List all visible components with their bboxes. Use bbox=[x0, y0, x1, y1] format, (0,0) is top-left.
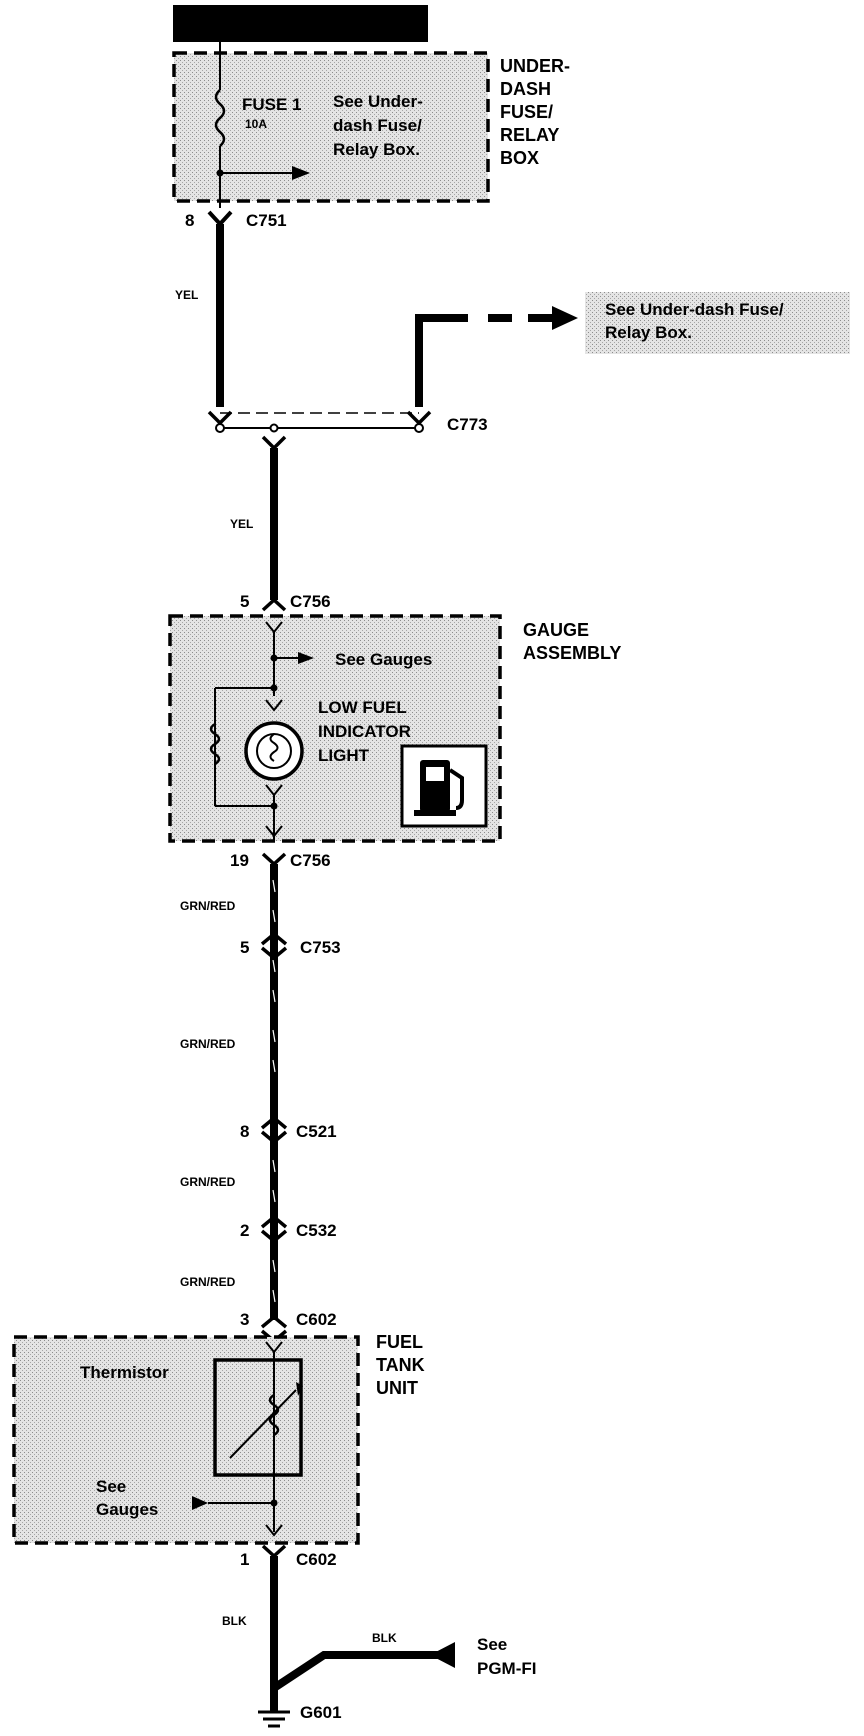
pgm-note-2: PGM-FI bbox=[477, 1659, 537, 1678]
gauge-see: See Gauges bbox=[335, 650, 432, 669]
connector-c756-out: 19 C756 bbox=[230, 851, 331, 870]
connector-c751: 8 C751 bbox=[185, 210, 287, 230]
fuse-box-title-2: DASH bbox=[500, 79, 551, 99]
fuel-pump-icon bbox=[400, 744, 488, 828]
right-branch: See Under-dash Fuse/ Relay Box. bbox=[415, 292, 850, 407]
wire-label-blk-1: BLK bbox=[222, 1614, 247, 1628]
ground-icon bbox=[258, 1710, 290, 1728]
c532-pin: 2 bbox=[240, 1221, 249, 1240]
c521-pin: 8 bbox=[240, 1122, 249, 1141]
c773-name: C773 bbox=[447, 415, 488, 434]
tank-title-3: UNIT bbox=[376, 1378, 418, 1398]
fuse-note-line1: See Under- bbox=[333, 92, 423, 111]
wire-stripe bbox=[272, 879, 276, 1303]
c753-name: C753 bbox=[300, 938, 341, 957]
fuse-name: FUSE 1 bbox=[242, 95, 302, 114]
thermistor-label: Thermistor bbox=[80, 1363, 169, 1382]
wire-label-grn-red-4: GRN/RED bbox=[180, 1275, 236, 1289]
c756-out-name: C756 bbox=[290, 851, 331, 870]
wire-label-grn-red-3: GRN/RED bbox=[180, 1175, 236, 1189]
c521-name: C521 bbox=[296, 1122, 337, 1141]
fuse-box-title-3: FUSE/ bbox=[500, 102, 553, 122]
pgm-note-1: See bbox=[477, 1635, 507, 1654]
resistor-symbol bbox=[209, 722, 221, 766]
c602-in-name: C602 bbox=[296, 1310, 337, 1329]
light-label-2: INDICATOR bbox=[318, 722, 411, 741]
fuse-box-title-5: BOX bbox=[500, 148, 539, 168]
wire-label-grn-red-1: GRN/RED bbox=[180, 899, 236, 913]
branch-arrow-icon bbox=[552, 306, 578, 330]
fuse-note-line3: Relay Box. bbox=[333, 140, 420, 159]
thermistor-box bbox=[213, 1358, 303, 1477]
c756-in-pin: 5 bbox=[240, 592, 249, 611]
thermistor-icon bbox=[229, 1382, 303, 1459]
c751-pin: 8 bbox=[185, 211, 194, 230]
tank-see-1: See bbox=[96, 1477, 126, 1496]
fuse-rating: 10A bbox=[245, 117, 267, 131]
fuse-box-title-4: RELAY bbox=[500, 125, 559, 145]
c751-name: C751 bbox=[246, 211, 287, 230]
connector-c753: 5 C753 bbox=[240, 931, 341, 961]
tank-title-1: FUEL bbox=[376, 1332, 423, 1352]
connector-c521: 8 C521 bbox=[240, 1115, 337, 1145]
connector-c756-in: 5 C756 bbox=[240, 592, 331, 612]
c602-out-name: C602 bbox=[296, 1550, 337, 1569]
gauge-title-2: ASSEMBLY bbox=[523, 643, 621, 663]
c756-in-name: C756 bbox=[290, 592, 331, 611]
c753-pin: 5 bbox=[240, 938, 249, 957]
tank-arrow-icon bbox=[192, 1496, 208, 1510]
c532-name: C532 bbox=[296, 1221, 337, 1240]
connector-c532: 2 C532 bbox=[240, 1214, 337, 1244]
bulb-icon bbox=[244, 721, 304, 781]
connector-c602-in: 3 C602 bbox=[240, 1310, 337, 1344]
tank-title-2: TANK bbox=[376, 1355, 425, 1375]
header-label: HOT IN RUN OR START bbox=[208, 17, 393, 34]
pgm-arrow-icon bbox=[430, 1642, 455, 1668]
light-label-3: LIGHT bbox=[318, 746, 370, 765]
connector-c773: C773 bbox=[207, 410, 488, 451]
c602-out-pin: 1 bbox=[240, 1550, 249, 1569]
gauge-arrow-icon bbox=[298, 652, 314, 664]
fuse-symbol bbox=[214, 89, 226, 147]
wire-label-yel-1: YEL bbox=[175, 288, 198, 302]
wire-blk-branch bbox=[271, 1651, 440, 1692]
fuse-relay-box: FUSE 1 10A See Under- dash Fuse/ Relay B… bbox=[172, 42, 570, 208]
light-label-1: LOW FUEL bbox=[318, 698, 407, 717]
gauge-assembly: See Gauges LOW FUEL INDICATOR LIGHT GAUG… bbox=[168, 614, 621, 843]
wire-label-grn-red-2: GRN/RED bbox=[180, 1037, 236, 1051]
c602-in-pin: 3 bbox=[240, 1310, 249, 1329]
g601-name: G601 bbox=[300, 1703, 342, 1722]
side-note-line2: Relay Box. bbox=[605, 323, 692, 342]
gauge-title-1: GAUGE bbox=[523, 620, 589, 640]
c756-out-pin: 19 bbox=[230, 851, 249, 870]
fuse-box-title-1: UNDER- bbox=[500, 56, 570, 76]
tank-see-2: Gauges bbox=[96, 1500, 158, 1519]
power-header: HOT IN RUN OR START bbox=[173, 5, 428, 42]
fuel-tank-unit: Thermistor See Gauges FUEL TANK UNIT bbox=[12, 1332, 425, 1545]
wire-label-blk-2: BLK bbox=[372, 1631, 397, 1645]
wire-label-yel-2: YEL bbox=[230, 517, 253, 531]
side-note-line1: See Under-dash Fuse/ bbox=[605, 300, 784, 319]
connector-c602-out: 1 C602 bbox=[240, 1544, 337, 1569]
fuse-note-line2: dash Fuse/ bbox=[333, 116, 422, 135]
arrow-icon bbox=[292, 166, 310, 180]
